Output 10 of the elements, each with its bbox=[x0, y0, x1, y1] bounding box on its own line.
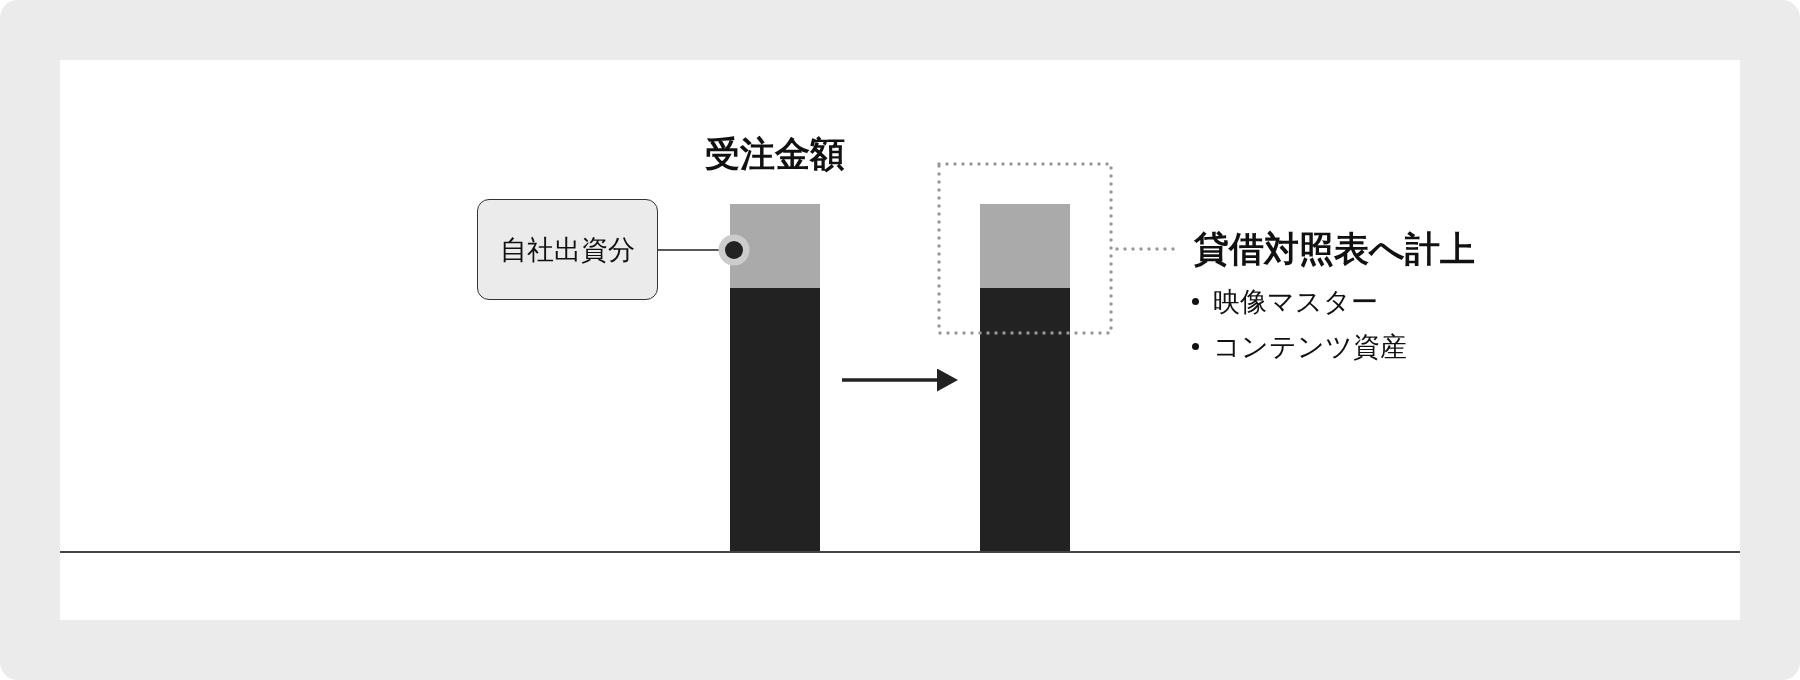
arrow bbox=[842, 368, 958, 392]
section-heading: 貸借対照表へ計上 bbox=[1194, 228, 1475, 270]
list-item: 映像マスター bbox=[1213, 284, 1378, 319]
stacked-bar bbox=[980, 204, 1070, 551]
bar-label: 受注金額 bbox=[705, 133, 845, 175]
highlight-frame bbox=[937, 162, 1113, 335]
stacked-bar bbox=[730, 204, 820, 551]
list-item: コンテンツ資産 bbox=[1213, 329, 1407, 364]
callout-box: 自社出資分 bbox=[477, 199, 658, 300]
leader-line bbox=[657, 234, 750, 266]
